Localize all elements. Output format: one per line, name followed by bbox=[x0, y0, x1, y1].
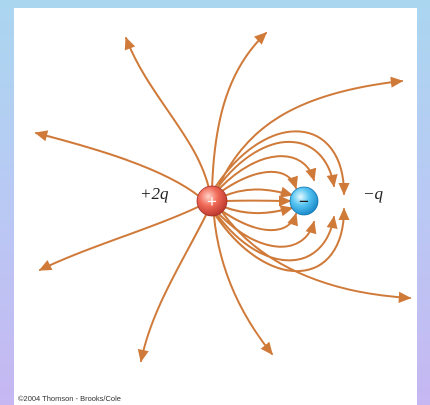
diagram-panel: + − +2q −q ©2004 Thomson - Brooks/Cole bbox=[14, 8, 417, 405]
copyright-credit: ©2004 Thomson - Brooks/Cole bbox=[18, 394, 121, 403]
field-line-direct bbox=[223, 205, 294, 217]
field-line-connect bbox=[219, 155, 317, 189]
field-line-outer bbox=[215, 76, 404, 193]
field-line-direct bbox=[223, 186, 294, 198]
field-line-outer bbox=[124, 36, 211, 194]
electric-field-diagram: + − bbox=[34, 32, 412, 363]
negative-charge-label: −q bbox=[363, 184, 383, 203]
field-line-connect bbox=[217, 215, 338, 262]
field-line-connect bbox=[215, 207, 350, 272]
field-line-outer bbox=[38, 205, 201, 271]
field-line-connect bbox=[215, 130, 350, 196]
field-line-connect bbox=[219, 214, 317, 248]
field-line-outer bbox=[137, 214, 207, 363]
field-line-connect bbox=[221, 210, 298, 232]
positive-charge bbox=[196, 185, 228, 217]
field-line-outer bbox=[34, 130, 201, 198]
negative-charge bbox=[289, 186, 319, 216]
negative-symbol: − bbox=[299, 192, 309, 211]
field-line-outer bbox=[221, 211, 412, 303]
field-line-connect bbox=[217, 140, 338, 188]
positive-charge-label: +2q bbox=[140, 184, 169, 203]
field-line-connect bbox=[221, 170, 298, 192]
field-line-outer bbox=[213, 215, 273, 356]
field-line-outer bbox=[211, 32, 268, 192]
positive-symbol: + bbox=[207, 192, 217, 211]
